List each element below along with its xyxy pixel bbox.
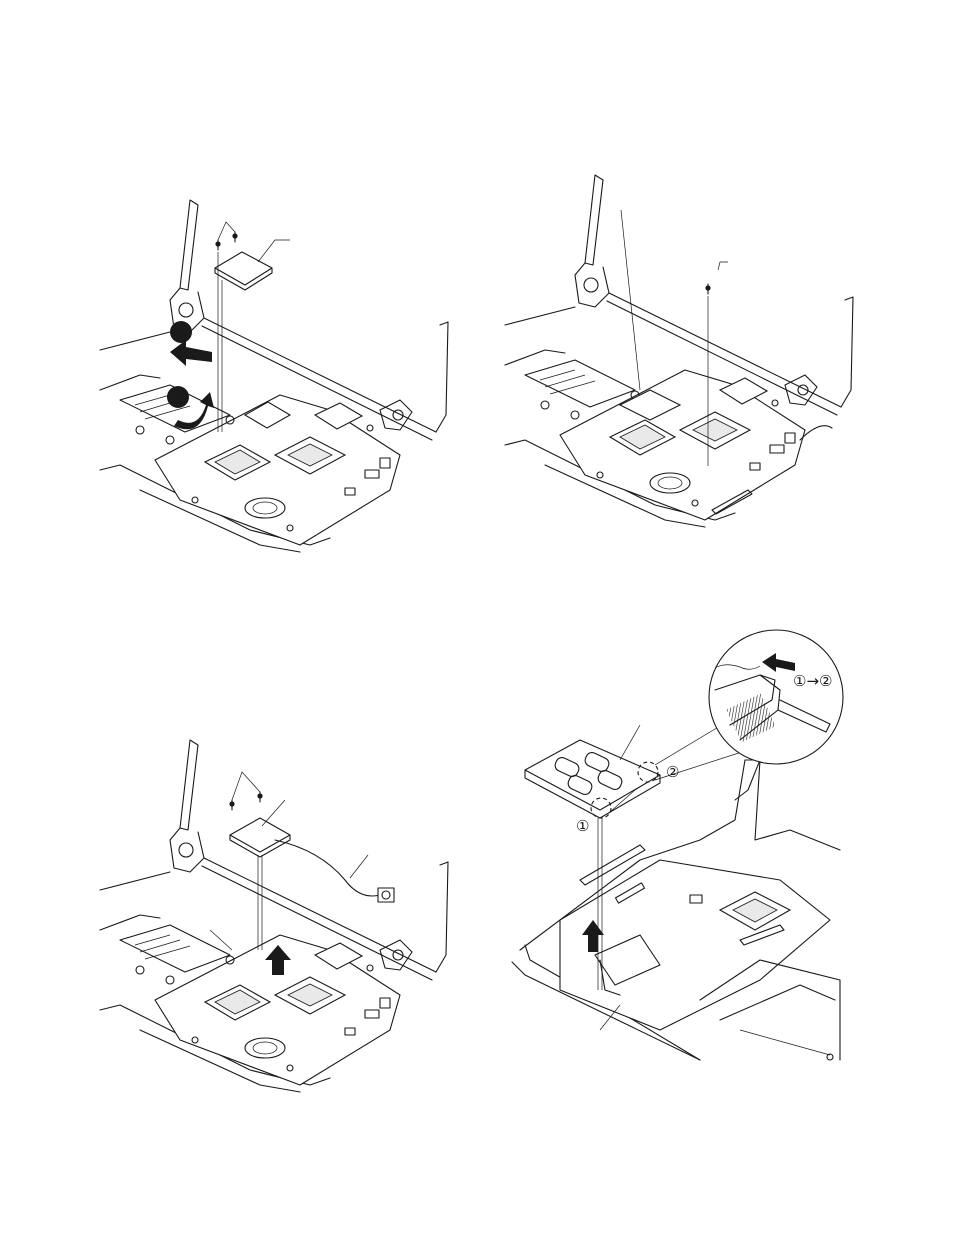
screw-icon [705,284,710,294]
callout-two: ② [666,763,679,781]
antenna-card [230,818,290,857]
callout-sequence: ①→② [793,672,832,690]
pc-card-cage [525,725,660,818]
callout-one: ① [576,817,589,835]
figure-wireless-card-removal [100,200,448,552]
step-marker-1-icon [170,321,192,343]
step-marker-2-icon [167,386,189,408]
slide-arrow-icon [170,340,212,366]
detail-magnifier: ①→② [709,630,843,764]
screw-icon [215,222,237,250]
figure-card-slot-removal: ② ① ①→② [512,630,843,1060]
figure-antenna-card-removal [100,740,448,1092]
screw-icon [229,772,262,810]
figure-board-screw [505,175,853,527]
wireless-card [215,252,272,290]
antenna-connector-icon [378,888,394,902]
